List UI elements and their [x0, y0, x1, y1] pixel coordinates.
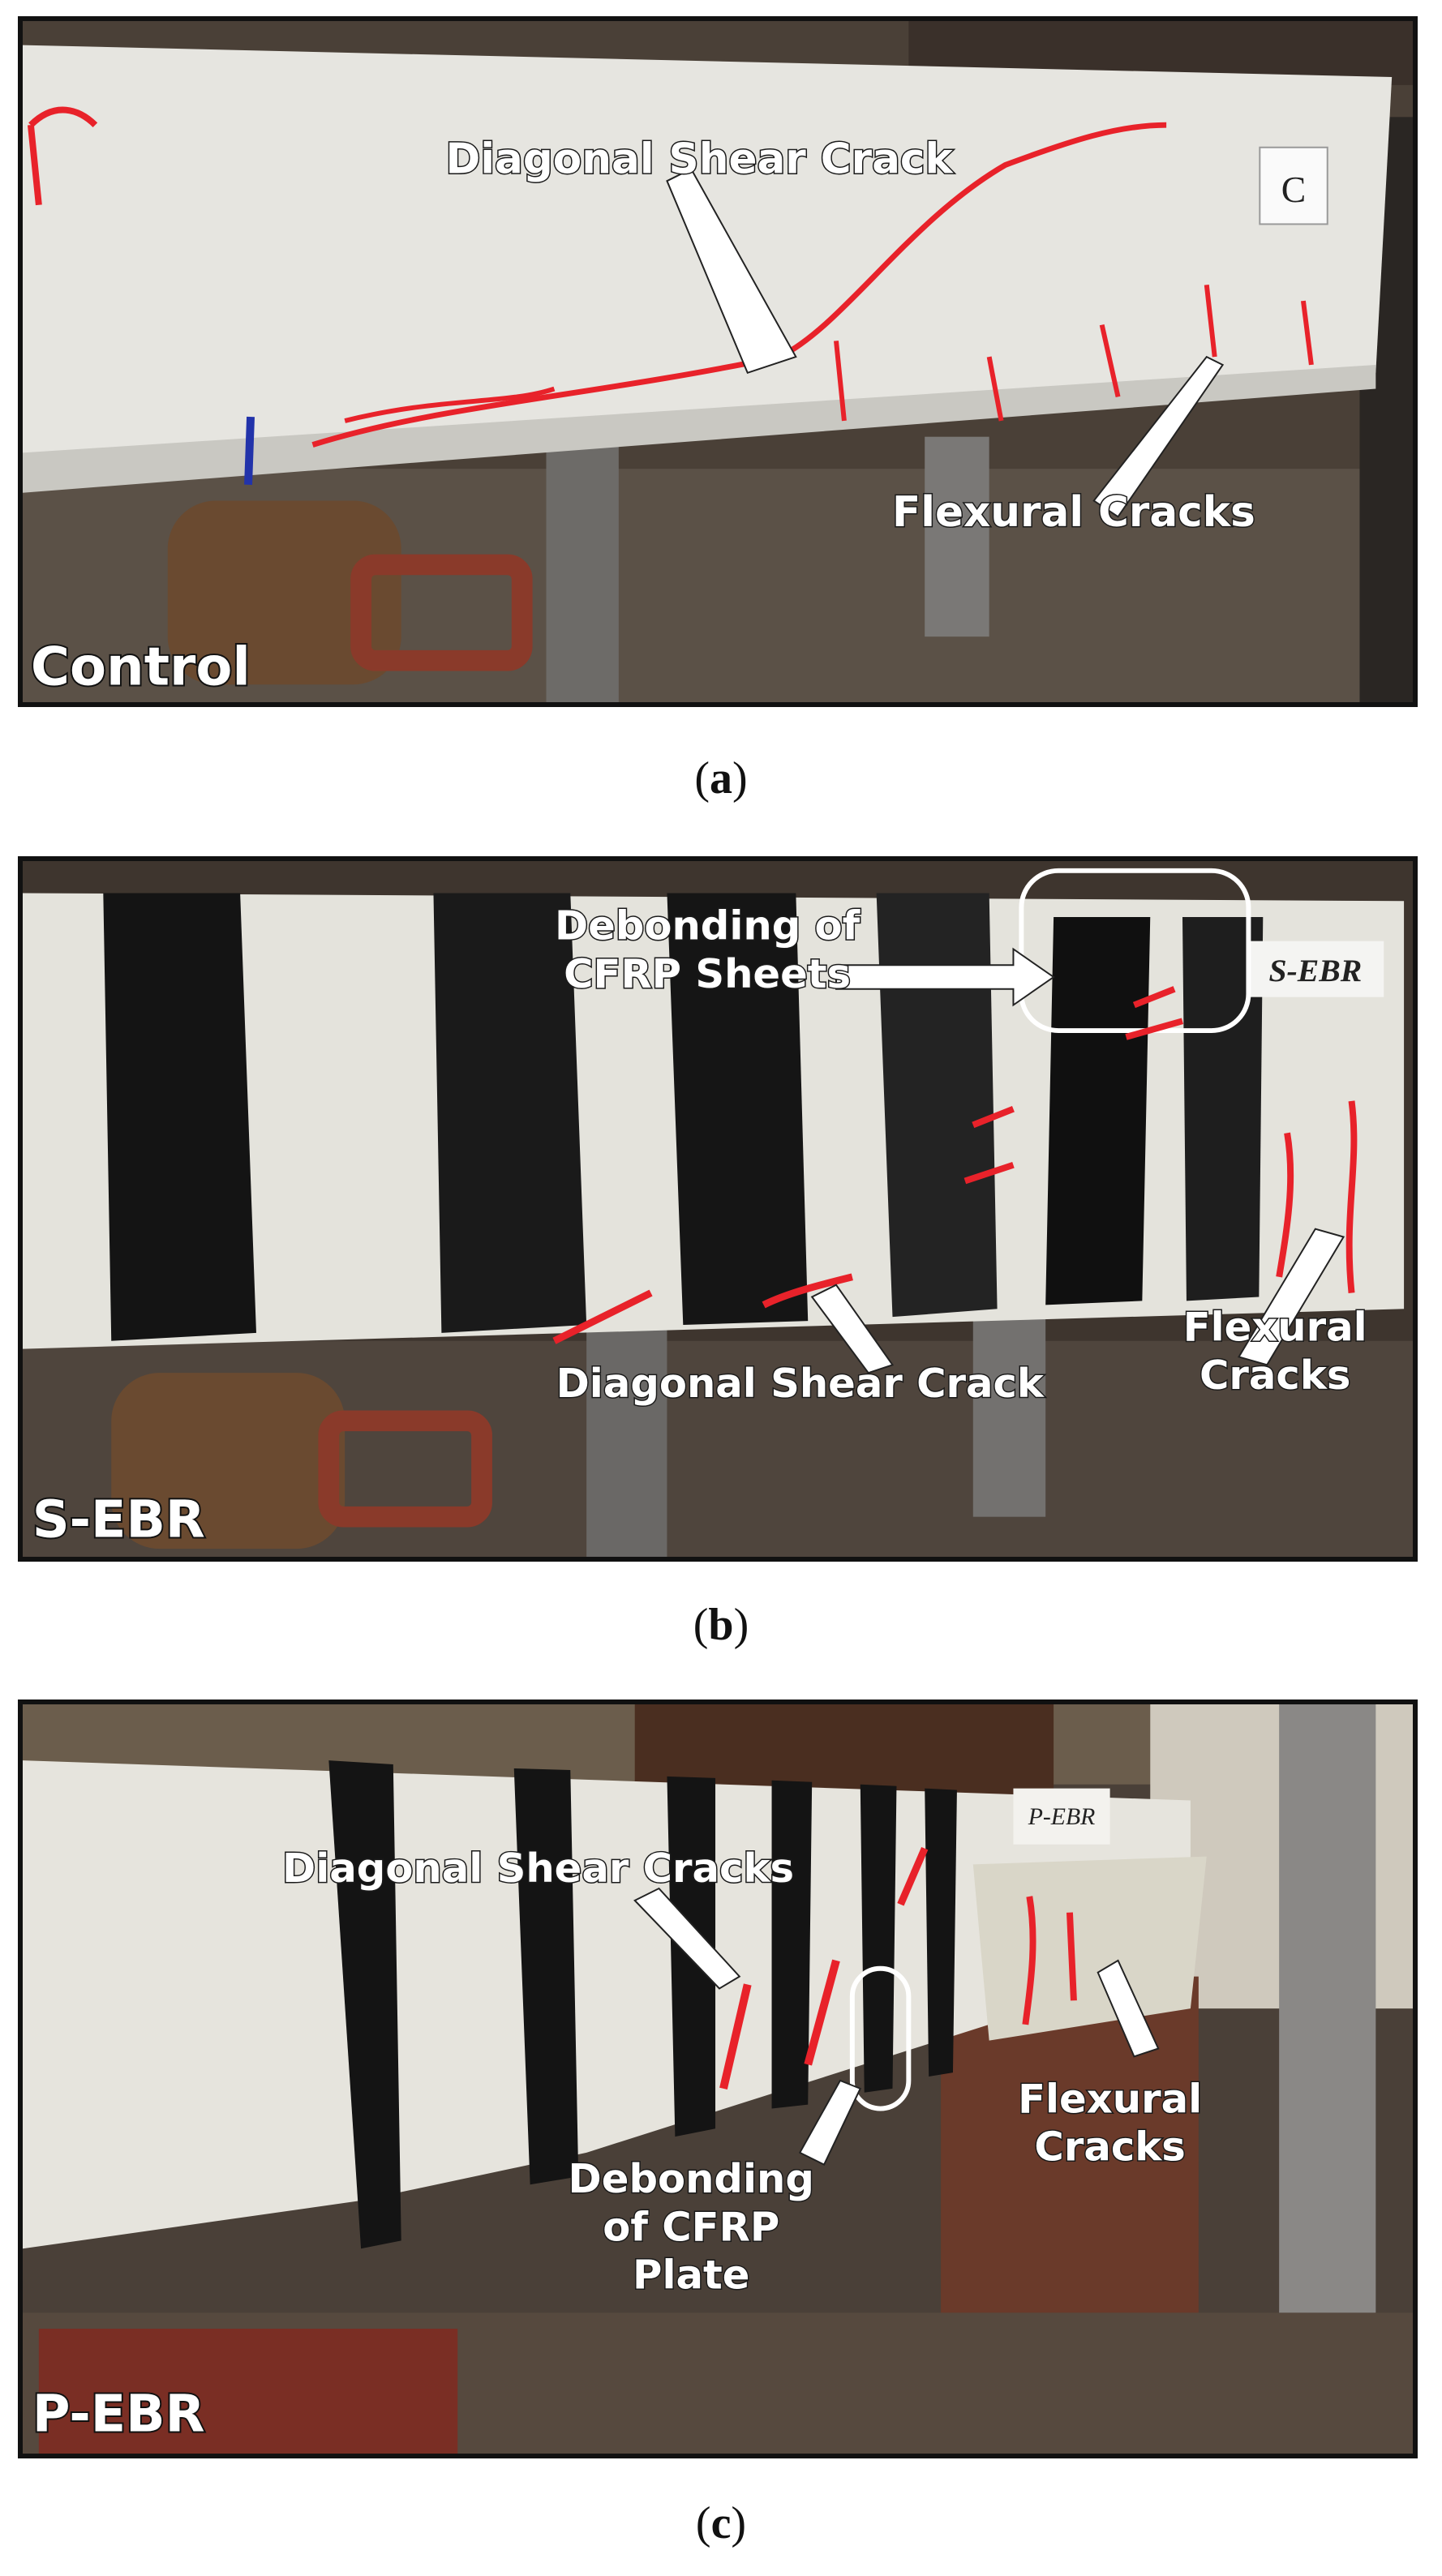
photo-control: C Diagonal Shear Crack Flexural Cracks C… — [23, 21, 1413, 702]
specimen-name: S-EBR — [32, 1489, 205, 1549]
arrow-flexural-cracks — [1237, 1228, 1345, 1366]
cfrp-sheet — [103, 893, 256, 1341]
highlight-ellipse — [849, 1965, 912, 2111]
cfrp-sheet — [876, 893, 998, 1318]
support-column — [546, 436, 619, 702]
cfrp-sheet — [433, 893, 587, 1333]
label-debonding-line3: Plate — [633, 2252, 749, 2299]
concrete-beam — [23, 1760, 1191, 2249]
caption-c: (c) — [695, 2498, 747, 2548]
photo-s-ebr: S-EBR Debonding of CFRP Sheets Diagonal … — [23, 861, 1413, 1557]
cfrp-plate — [328, 1760, 401, 2249]
label-debonding-line1: Debonding of — [555, 902, 860, 949]
arrow-shear-crack — [666, 168, 797, 375]
cfrp-sheet — [1045, 917, 1151, 1305]
crack-marking — [719, 1983, 752, 2090]
cfrp-plate — [513, 1768, 579, 2185]
beam-tag: S-EBR — [1268, 953, 1362, 988]
cfrp-plate — [771, 1780, 813, 2109]
cfrp-plate — [925, 1788, 957, 2077]
caption-b: (b) — [693, 1600, 749, 1650]
photo-panel-p-ebr: P-EBR Diagonal Shear Cracks Debonding of… — [18, 1699, 1418, 2458]
beam-tag: P-EBR — [1028, 1804, 1096, 1830]
label-debonding-line1: Debonding — [569, 2155, 814, 2202]
label-flexural-cracks: Flexural Cracks — [892, 488, 1255, 537]
photo-p-ebr: P-EBR Diagonal Shear Cracks Debonding of… — [23, 1704, 1413, 2454]
arrow-shear-crack — [810, 1284, 895, 1374]
cfrp-plate — [860, 1784, 897, 2093]
label-flexural-line2: Cracks — [1034, 2124, 1185, 2171]
arrow-shear-cracks — [633, 1887, 741, 1990]
support-column — [925, 436, 989, 637]
cfrp-sheet — [667, 893, 809, 1325]
arrow-debonding — [835, 947, 1055, 1007]
label-flexural-line1: Flexural — [1018, 2076, 1202, 2123]
caption-a: (a) — [694, 753, 748, 804]
arrow-debonding — [798, 2079, 862, 2166]
roller-support — [167, 500, 401, 685]
label-debonding-line2: of CFRP — [603, 2204, 779, 2251]
label-debonding-line2: CFRP Sheets — [564, 950, 851, 997]
highlight-box — [1019, 868, 1251, 1034]
label-flexural-line1: Flexural — [1183, 1304, 1367, 1351]
label-flexural-line2: Cracks — [1200, 1352, 1350, 1399]
arrow-flexural-cracks — [1092, 355, 1225, 518]
photo-panel-s-ebr: S-EBR Debonding of CFRP Sheets Diagonal … — [18, 856, 1418, 1562]
beam-tag: C — [1281, 169, 1306, 210]
arrow-flexural-cracks — [1097, 1959, 1160, 2058]
label-diagonal-shear-cracks: Diagonal Shear Cracks — [282, 1845, 794, 1892]
label-diagonal-shear-crack: Diagonal Shear Crack — [556, 1360, 1045, 1407]
label-diagonal-shear-crack: Diagonal Shear Crack — [445, 135, 954, 183]
crack-marking — [552, 1289, 653, 1344]
specimen-name: P-EBR — [32, 2384, 205, 2444]
crack-marking — [311, 122, 1167, 448]
specimen-name: Control — [31, 636, 251, 698]
photo-panel-control: C Diagonal Shear Crack Flexural Cracks C… — [18, 16, 1418, 707]
